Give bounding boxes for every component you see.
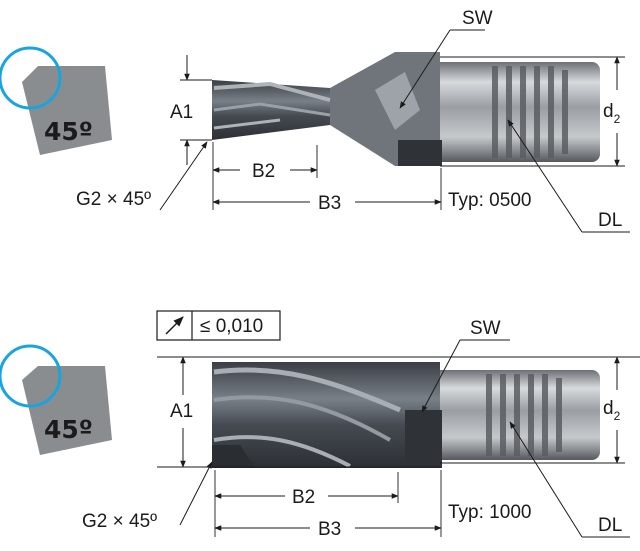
- chamfer-label: G2 × 45º: [76, 189, 151, 210]
- a1-label: A1: [170, 102, 193, 123]
- top-dimensions: A1 B2 B3 Typ: 0500 G2 × 45º SW d2 DL: [76, 8, 630, 233]
- wrench-flat: [375, 72, 420, 130]
- corner-angle-label: 45º: [44, 117, 93, 146]
- corner-chip-top: 45º: [0, 46, 112, 155]
- tolerance-value: ≤ 0,010: [200, 316, 263, 337]
- b2-label: B2: [252, 161, 275, 182]
- chamfer-label: G2 × 45º: [82, 511, 157, 532]
- b2-label: B2: [292, 487, 315, 508]
- runout-arrow-icon: [165, 316, 184, 335]
- d2-label: d2: [603, 101, 621, 126]
- corner-angle-label: 45º: [44, 415, 93, 444]
- end-mill-tool-bottom: [212, 362, 600, 468]
- end-mill-tool-top: [212, 52, 600, 166]
- sw-label: SW: [470, 318, 501, 339]
- a1-label: A1: [170, 401, 193, 422]
- corner-chip-bottom: 45º: [0, 344, 112, 455]
- sw-label: SW: [462, 8, 493, 29]
- runout-tolerance-box: ≤ 0,010: [156, 310, 281, 341]
- dl-label: DL: [598, 210, 622, 231]
- bottom-dimensions: A1 B2 B3 Typ: 1000 G2 × 45º SW d2 DL: [82, 318, 640, 540]
- bottom-figure: ≤ 0,010 45º: [0, 310, 640, 540]
- b3-label: B3: [318, 519, 341, 540]
- top-figure: 45º: [0, 8, 630, 233]
- type-label: Typ: 1000: [448, 502, 531, 523]
- chamfer-highlight-circle: [0, 344, 62, 408]
- dl-label: DL: [598, 515, 622, 536]
- b3-label: B3: [318, 193, 341, 214]
- d2-label: d2: [603, 398, 621, 423]
- wrench-flat: [405, 410, 442, 468]
- type-label: Typ: 0500: [448, 190, 531, 211]
- chamfer-highlight-circle: [0, 46, 62, 110]
